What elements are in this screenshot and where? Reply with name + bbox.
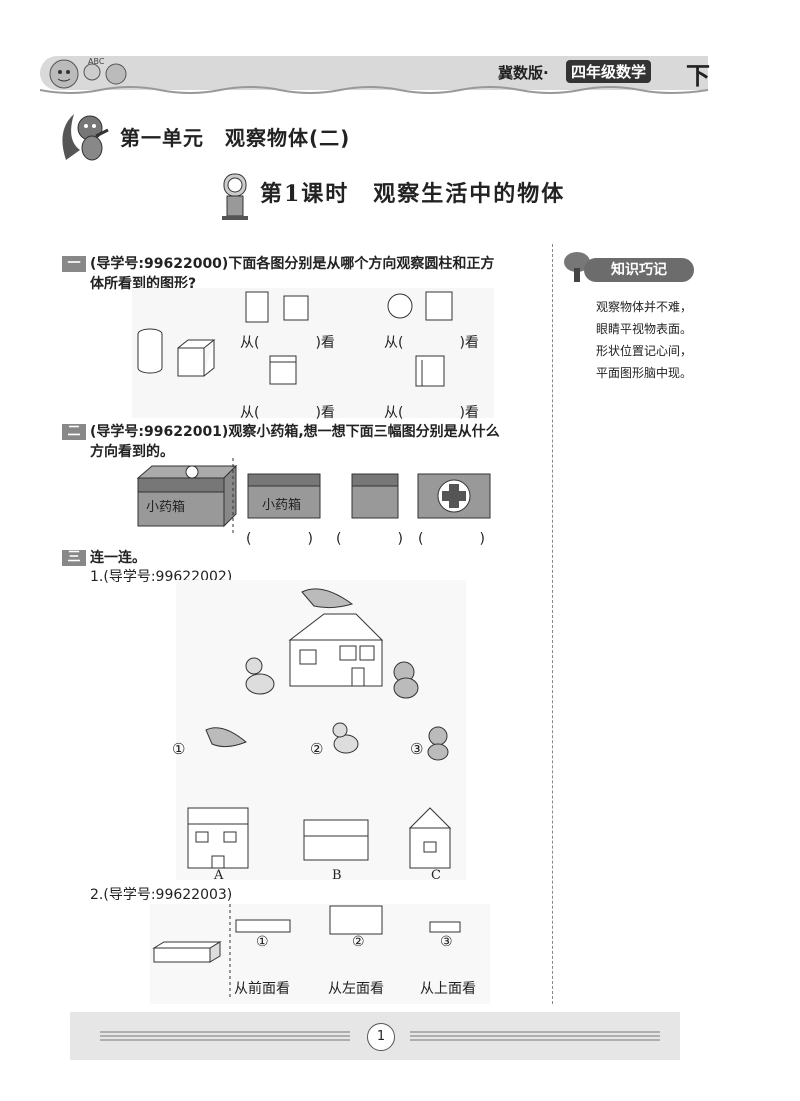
section-1-question: (导学号:99622000)下面各图分别是从哪个方向观察圆柱和正方 体所看到的图… [90,254,550,294]
section-badge: 二 [62,424,86,440]
answer-blank[interactable]: ( ) [336,531,403,547]
answer-blank[interactable]: ( ) [418,531,485,547]
knowledge-box-title: 知识巧记 [584,258,694,282]
shape-label-3: ③ [440,934,453,950]
animal-option-2: ② [310,740,324,758]
answer-blank[interactable]: 从( )看 [384,335,479,351]
lesson-title: 第1课时 观察生活中的物体 [260,181,566,207]
header-wave [40,86,708,94]
shape-label-1: ① [256,934,269,950]
section-1-figures [132,288,494,418]
unit-title: 第一单元 观察物体(二) [120,126,351,150]
section-3-question: 连一连。 [90,550,146,566]
knowledge-line: 观察物体并不难， [596,300,693,314]
page-number: 1 [367,1023,395,1051]
block-views-figure [150,904,490,1004]
answer-blank[interactable]: 从( )看 [384,405,479,421]
answer-blank[interactable]: 从( )看 [240,335,335,351]
publisher-label: 冀数版· [498,64,549,82]
section-badge: 一 [62,256,86,272]
knowledge-line: 平面图形脑中现。 [596,366,693,380]
volume-label: 下 [686,62,710,90]
question-line: (导学号:99622000)下面各图分别是从哪个方向观察圆柱和正方 [90,256,495,272]
box-label: 小药箱 [146,500,186,515]
view-label-top: 从上面看 [420,981,476,997]
mascot-logo-icon: ABC [49,57,127,89]
knowledge-line: 眼睛平视物表面。 [596,322,693,336]
section-badge: 三 [62,550,86,566]
view-label-left: 从左面看 [328,981,384,997]
animal-option-3: ③ [410,740,424,758]
animal-option-1: ① [172,740,186,758]
squirrel-mascot-icon [62,114,109,161]
answer-blank[interactable]: 从( )看 [240,405,335,421]
question-line: (导学号:99622001)观察小药箱,想一想下面三幅图分别是从什么 [90,424,500,440]
svg-text:ABC: ABC [88,57,105,66]
grandfather-clock-icon [222,173,248,220]
medicine-box-figures [136,458,491,534]
view-option-A: A [214,868,224,883]
grade-label: 四年级数学 [566,60,652,83]
answer-blank[interactable]: ( ) [246,531,313,547]
sub-question-2: 2.(导学号:99622003) [90,887,233,903]
question-line: 方向看到的。 [90,444,174,460]
house-observers-figure [176,580,466,880]
view-option-C: C [431,868,441,883]
footer-lines [100,1031,660,1041]
column-divider [552,244,553,1004]
knowledge-box-body: 观察物体并不难， 眼睛平视物表面。 形状位置记心间， 平面图形脑中现。 [596,296,706,384]
view-option-B: B [332,868,342,883]
section-2-question: (导学号:99622001)观察小药箱,想一想下面三幅图分别是从什么 方向看到的… [90,422,550,462]
view-label-front: 从前面看 [234,981,290,997]
tree-icon [564,252,590,282]
knowledge-line: 形状位置记心间， [596,344,693,358]
shape-label-2: ② [352,934,365,950]
view-label: 小药箱 [262,498,302,513]
